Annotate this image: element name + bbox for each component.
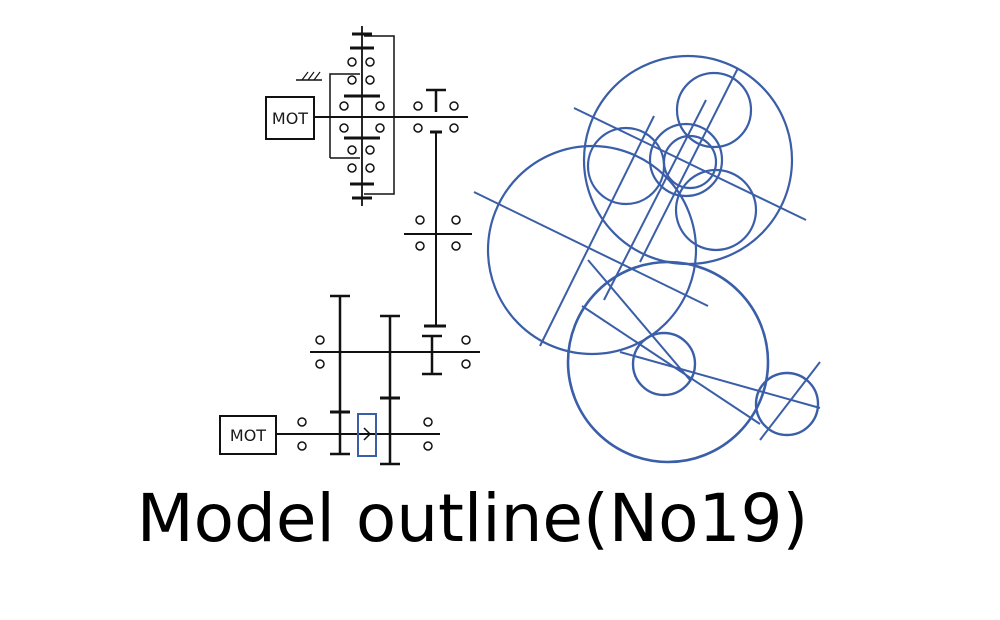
motor-label-upper: MOT bbox=[272, 109, 308, 128]
gear-layout-drawing bbox=[473, 54, 821, 464]
motor-label-lower: MOT bbox=[230, 426, 266, 445]
figure-caption: Model outline(No19) bbox=[136, 480, 809, 557]
lower-transmission-schematic: MOT bbox=[219, 294, 480, 466]
clutch-element bbox=[357, 413, 377, 457]
upper-transmission-schematic: MOT bbox=[265, 26, 472, 326]
